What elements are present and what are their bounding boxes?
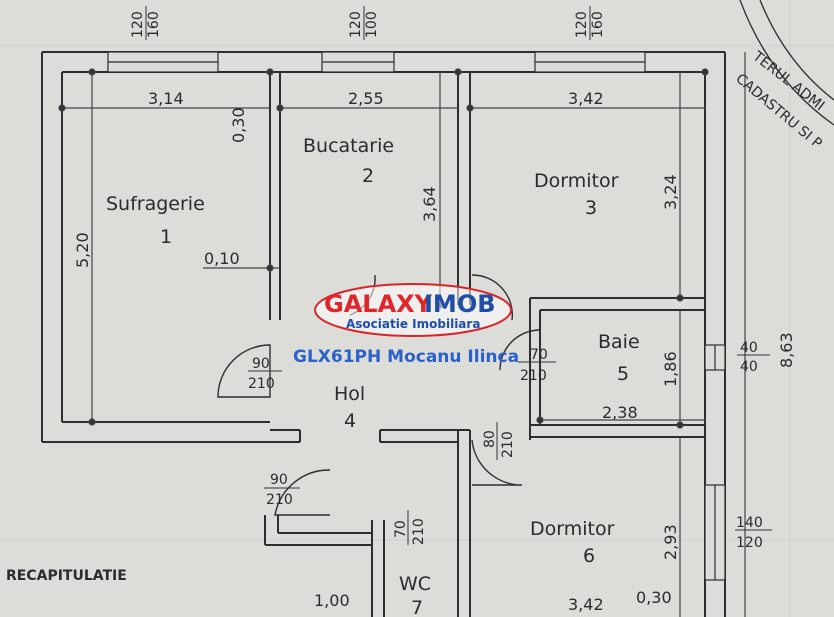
- dim-wall-030-b: 0,30: [636, 588, 672, 607]
- window-3-top: 160: [590, 11, 606, 38]
- door-entry-top: 90: [270, 472, 288, 488]
- door-hol-bottom: 210: [248, 376, 275, 392]
- dim-dormitor3-width: 3,42: [568, 89, 604, 108]
- opening-labels: [145, 6, 772, 545]
- window-1-top: 160: [146, 11, 162, 38]
- door-wc-bottom: 210: [411, 518, 427, 545]
- dim-total-height: 8,63: [777, 332, 796, 368]
- dim-dormitor3-height: 3,24: [661, 174, 680, 210]
- room-1-number: 1: [160, 226, 172, 248]
- window-dorm6-top: 140: [736, 515, 763, 531]
- dim-baie-width: 2,38: [602, 403, 638, 422]
- room-6-number: 6: [583, 545, 595, 567]
- room-1-name: Sufragerie: [106, 193, 205, 215]
- watermark-brand-a: GALAXY: [324, 290, 433, 318]
- room-2-name: Bucatarie: [303, 135, 394, 157]
- watermark: GALAXY IMOB Asociatie Imobiliara GLX61PH…: [293, 283, 519, 367]
- watermark-logo-ring: [314, 283, 512, 337]
- room-5-number: 5: [617, 363, 629, 385]
- watermark-code: GLX61PH Mocanu Ilinca: [293, 347, 519, 367]
- watermark-subtitle: Asociatie Imobiliara: [346, 317, 480, 331]
- window-2-top: 100: [364, 11, 380, 38]
- door-baie-bottom: 210: [520, 368, 547, 384]
- room-4-number: 4: [344, 410, 356, 432]
- window-baie-top: 40: [740, 340, 758, 356]
- dim-sufragerie-height: 5,20: [73, 232, 92, 268]
- dim-sufragerie-width: 3,14: [148, 89, 184, 108]
- window-3-bottom: 120: [574, 11, 590, 38]
- door-dormitor-top: 80: [482, 430, 498, 448]
- window-dorm6-bottom: 120: [736, 535, 763, 551]
- dim-bucatarie-width: 2,55: [348, 89, 384, 108]
- dim-dormitor6-height: 2,93: [661, 524, 680, 560]
- door-baie-top: 70: [530, 347, 548, 363]
- dim-bucatarie-height: 3,64: [420, 186, 439, 222]
- dim-wall-030: 0,30: [229, 107, 248, 143]
- window-1-bottom: 120: [130, 11, 146, 38]
- room-7-number: 7: [411, 597, 423, 617]
- door-entry-bottom: 210: [266, 492, 293, 508]
- windows: [107, 51, 726, 581]
- window-baie-bottom: 40: [740, 359, 758, 375]
- door-hol-top: 90: [252, 356, 270, 372]
- door-wc-top: 70: [393, 520, 409, 538]
- door-dormitor-bottom: 210: [500, 431, 516, 458]
- room-2-number: 2: [362, 165, 374, 187]
- room-6-name: Dormitor: [530, 518, 615, 540]
- room-7-name: WC: [399, 573, 431, 595]
- dim-wc-width: 1,00: [314, 591, 350, 610]
- dim-baie-height: 1,86: [661, 351, 680, 387]
- window-2-bottom: 120: [348, 11, 364, 38]
- room-5-name: Baie: [598, 331, 640, 353]
- dimension-lines: [58, 52, 746, 617]
- cadastre-stamp: [739, 0, 834, 126]
- room-3-name: Dormitor: [534, 170, 619, 192]
- watermark-brand-b: IMOB: [424, 290, 496, 318]
- dim-wall-010: 0,10: [204, 249, 240, 268]
- room-4-name: Hol: [334, 383, 365, 405]
- dim-dormitor6-width: 3,42: [568, 595, 604, 614]
- recap-label: RECAPITULATIE: [6, 568, 127, 584]
- room-3-number: 3: [585, 197, 597, 219]
